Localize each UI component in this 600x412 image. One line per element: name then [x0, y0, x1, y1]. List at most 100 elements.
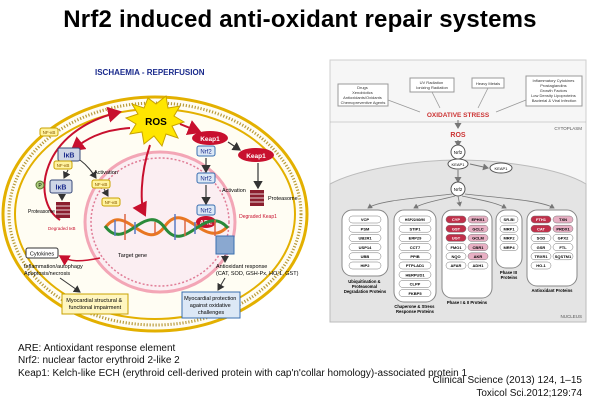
input-cytokines-label: Inflammatory Cytokines Prostaglandins Gr…	[531, 78, 577, 103]
ros-to-ikb-arrow	[70, 127, 131, 152]
group-antioxidant-label: Antioxidant Proteins	[532, 288, 574, 293]
protein-pill	[467, 215, 489, 224]
antioxidant-line-2: (CAT, SOD, GSH-Px, HO-1, GST)	[216, 271, 299, 277]
ischaemia-header: ISCHAEMIA - REPERFUSION	[95, 68, 205, 77]
keap1-free-node	[238, 148, 274, 162]
cell-membrane-bilayer	[7, 101, 303, 327]
fan-line-antioxidant	[464, 193, 555, 209]
protein-pill	[348, 234, 382, 242]
group-phase3-line-1: Phase III	[500, 270, 517, 275]
nucleus-membrane-bilayer	[90, 157, 230, 287]
protein-label: STIP1	[409, 226, 421, 231]
cytoplasm-label: CYTOPLASM	[554, 126, 582, 131]
protein-label: TXN	[559, 217, 567, 222]
protein-pill	[530, 234, 552, 242]
keap1-dissociate-arrow	[469, 163, 489, 171]
group-ubiquitin-line-3: Degradation Proteins	[344, 289, 387, 294]
fan-line-chaperone	[413, 195, 456, 209]
phosphate-label: P	[38, 183, 42, 189]
input-cytokines-box	[525, 75, 583, 107]
protein-pill	[552, 224, 574, 233]
protein-pill	[499, 215, 519, 224]
phosphate-node	[35, 180, 45, 190]
protection-box	[181, 291, 241, 319]
keap1-right-node	[447, 158, 469, 170]
feedback-arrow	[43, 106, 122, 221]
activation-right-label: Activation	[222, 188, 246, 194]
legend-nrf2: Nrf2: nuclear factor erythroid 2-like 2	[18, 355, 180, 367]
ros-to-target-arrow	[132, 144, 151, 217]
input-uv-label: UV Radiation Ionizing Radiation	[416, 80, 448, 90]
protein-label: UB2R1	[358, 236, 372, 241]
protein-pill	[445, 243, 467, 251]
input-cytokines-line-2: Prostaglandins	[540, 83, 566, 88]
input-cytokines-line-5: Bacterial & Viral Infection	[532, 98, 577, 103]
antioxidant-line-1: Antioxidant response	[216, 264, 267, 270]
ros-label: ROS	[145, 117, 167, 128]
keap1-complex-node	[192, 131, 228, 145]
protein-pill	[445, 215, 467, 224]
protein-label: MRP2	[503, 236, 515, 241]
nrf2-nucleus-node	[196, 204, 216, 216]
keap1-right-label: KEAP1	[452, 162, 466, 167]
protein-pill	[348, 215, 382, 224]
protein-label: FTH1	[536, 217, 547, 222]
input-cytokines-line-4: Low Density Lipoproteins	[531, 93, 576, 98]
protein-pill	[398, 289, 432, 297]
keap1-complex-label: Keap1	[200, 136, 220, 143]
protein-label: SQSTM1	[555, 254, 572, 259]
group-ubiquitin-label: Ubiquitination & Proteasomal Degradation…	[344, 279, 387, 294]
protein-pill	[445, 224, 467, 233]
nrf2-cytosol-label: Nrf2	[200, 177, 212, 183]
protein-pill	[398, 215, 432, 224]
protein-label: AKR	[474, 254, 483, 259]
cytokines-box	[25, 247, 59, 259]
protein-label: UBB	[361, 254, 370, 259]
proteasome-right	[250, 190, 264, 206]
protein-label: ERP29	[409, 236, 422, 241]
protein-label: PRDX1	[556, 226, 570, 231]
input-uv-line-2: Ionizing Radiation	[416, 85, 448, 90]
protein-label: UGT	[452, 236, 461, 241]
nfkb-active-label: NF-κB	[95, 182, 108, 187]
protein-pill	[467, 234, 489, 242]
nrf2-complex-label: Nrf2	[200, 150, 212, 156]
nfkb-nuclear-arrow	[101, 188, 109, 197]
protein-label: ADH1	[473, 263, 485, 268]
cytokines-label: Cytokines	[30, 252, 54, 258]
protein-pill	[348, 252, 382, 261]
protein-pill	[398, 261, 432, 270]
protein-label: GPX2	[558, 236, 569, 241]
nfkb-top-label: NF-κB	[43, 130, 56, 135]
ikb-complex-label: IκB	[64, 153, 75, 160]
protein-label: VCP	[361, 217, 370, 222]
nucleus-label: NUCLEUS	[560, 314, 582, 319]
protein-label: GSR	[537, 245, 546, 250]
protein-label: FKBP5	[408, 291, 422, 296]
protein-label: PTPLAD1	[406, 263, 425, 268]
group-items: VCPPSMUB2R1USP14UBBHIP2HSP22/40/90STIP1E…	[348, 215, 574, 297]
group-ubiquitin-line-1: Ubiquitination &	[348, 279, 380, 284]
protein-label: TRXR1	[534, 254, 548, 259]
proteasome-left	[56, 202, 70, 218]
ros-starburst	[124, 95, 186, 148]
input-drugs-line-2: Xenobiotics	[352, 90, 373, 95]
protein-pill	[348, 243, 382, 251]
nfkb-top-node	[39, 127, 59, 137]
antioxidant-response-label: Antioxidant response (CAT, SOD, GSH-Px, …	[216, 264, 299, 277]
legend-keap1: Keap1: Kelch-like ECH (erythroid cell-de…	[18, 367, 468, 379]
protein-label: MRP1	[503, 226, 515, 231]
protein-pill	[398, 280, 432, 288]
ribosome-icon	[215, 235, 235, 255]
protein-label: GST	[452, 226, 461, 231]
nfkb-complex-node	[53, 160, 73, 170]
target-gene-label: Target gene	[118, 253, 147, 259]
group-chaperone-line-2: Response Proteins	[396, 309, 435, 314]
input-metals-label: Heavy Metals	[476, 81, 500, 86]
input-drugs-line-3: Antioxidants/Oxidants	[343, 95, 382, 100]
citations: Clinical Science (2013) 124, 1–15 Toxico…	[432, 375, 582, 400]
protection-line-1: Myocardial protection	[184, 296, 236, 302]
group-phase12-label: Phase I & II Proteins	[447, 300, 488, 305]
nrf2-right-label: Nrf2	[454, 150, 463, 155]
protection-line-3: challenges	[198, 310, 225, 316]
